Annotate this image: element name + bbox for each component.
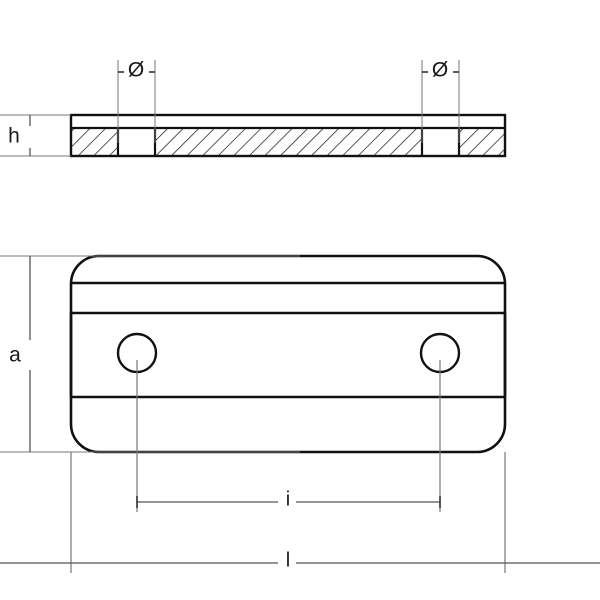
dimension-l: l	[0, 452, 600, 573]
dimension-h-label: h	[8, 125, 20, 148]
dimension-diameter-left-label: Ø	[128, 59, 144, 82]
section-body-outline	[69, 113, 507, 158]
plan-edge-lines	[71, 281, 505, 399]
dimension-i-label: i	[286, 488, 290, 510]
plan-view	[69, 254, 507, 454]
dimension-h: h	[0, 114, 71, 157]
dimension-diameter-left: Ø	[117, 59, 156, 143]
dimension-a-label: a	[9, 344, 21, 367]
dimension-diameter-right-label: Ø	[432, 59, 448, 82]
dimension-i: i	[136, 360, 441, 512]
dimension-diameter-right: Ø	[421, 59, 460, 143]
section-view	[69, 113, 507, 158]
dimension-a: a	[0, 255, 300, 453]
dimension-l-label: l	[286, 549, 290, 571]
plan-side-walls	[69, 313, 507, 397]
section-hatching	[71, 128, 505, 156]
